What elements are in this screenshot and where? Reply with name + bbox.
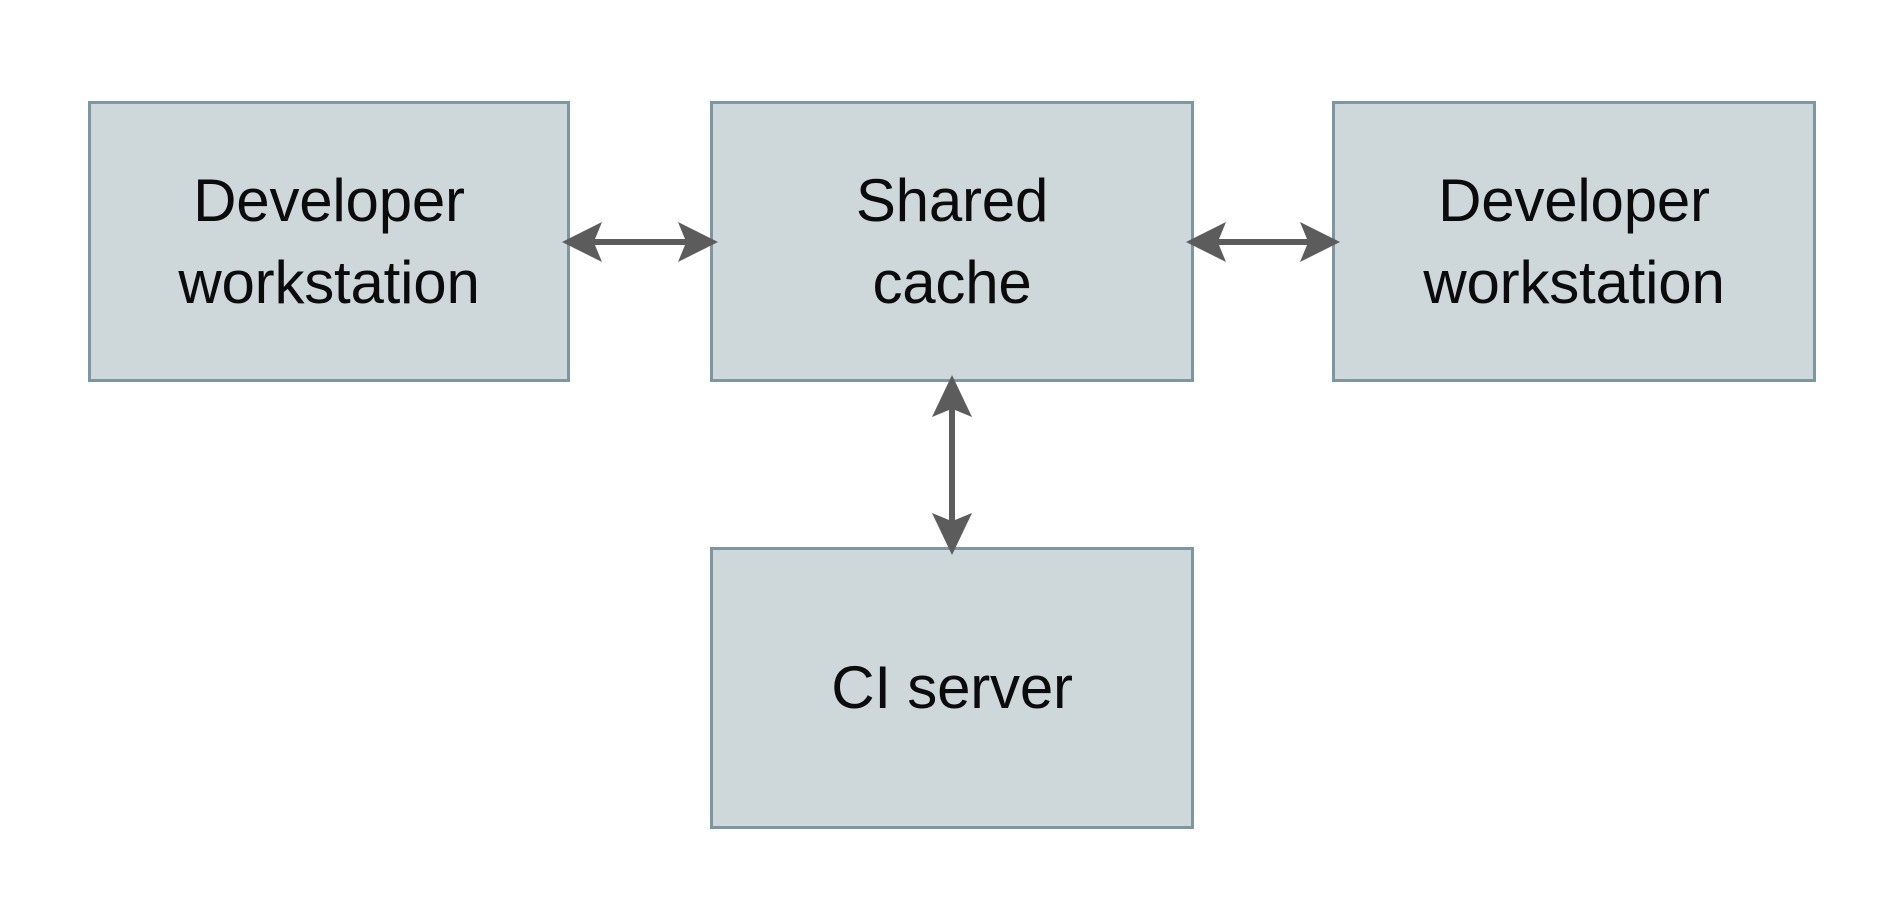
edge-double-arrow-dev-left-to-shared-cache xyxy=(562,222,718,262)
node-ci-server[interactable]: CI server xyxy=(710,547,1194,829)
node-label-shared-cache: Shared cache xyxy=(855,166,1049,316)
node-label-developer-workstation-right: Developer workstation xyxy=(1423,166,1725,316)
node-developer-workstation-left[interactable]: Developer workstation xyxy=(88,101,570,382)
node-label-ci-server: CI server xyxy=(831,654,1073,722)
node-developer-workstation-right[interactable]: Developer workstation xyxy=(1332,101,1816,382)
edge-double-arrow-shared-cache-to-dev-right xyxy=(1186,222,1340,262)
edge-double-arrow-shared-cache-to-ci-server xyxy=(932,375,972,555)
node-shared-cache[interactable]: Shared cache xyxy=(710,101,1194,382)
node-label-developer-workstation-left: Developer workstation xyxy=(178,166,480,316)
